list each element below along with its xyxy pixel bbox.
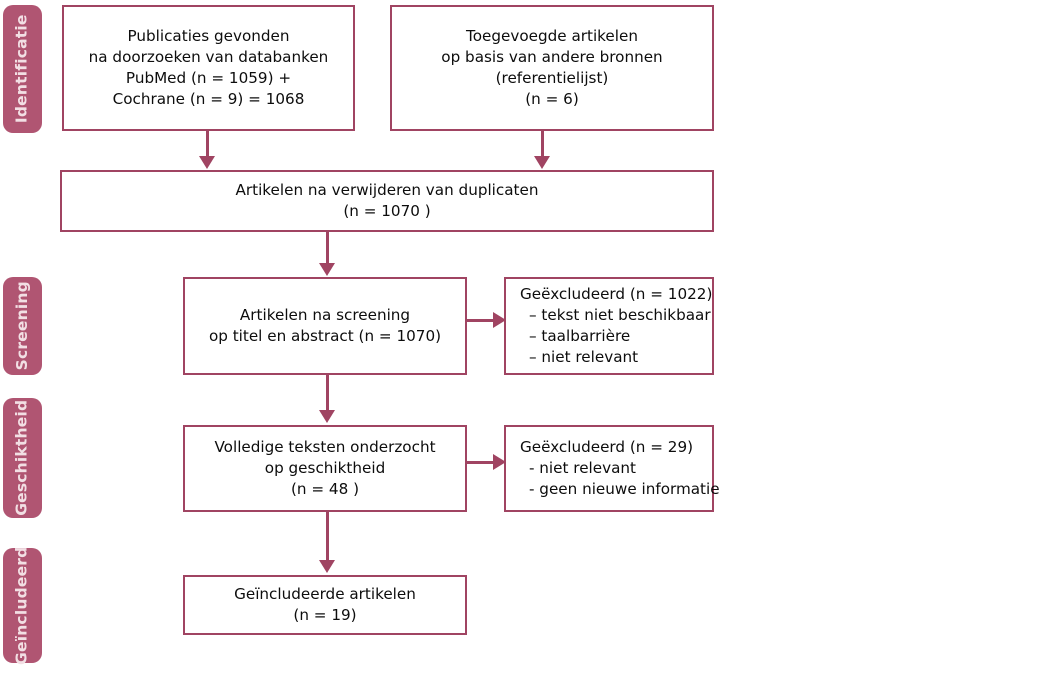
arrow-right-icon <box>493 454 506 470</box>
connector-other-sources-to-duplicates <box>541 131 544 158</box>
stage-tab-label: Geschiktheid <box>12 399 31 517</box>
box-records-from-databases: Publicaties gevonden na doorzoeken van d… <box>62 5 355 131</box>
stage-tab-geschiktheid: Geschiktheid <box>3 398 42 518</box>
box-line: Artikelen na verwijderen van duplicaten <box>235 181 539 200</box>
box-reason: – taalbarrière <box>529 327 631 345</box>
box-line: (n = 6) <box>525 89 579 108</box>
box-line: PubMed (n = 1059) + <box>125 69 292 87</box>
box-reason: – niet relevant <box>529 347 639 366</box>
stage-tab-label: Screening <box>12 281 31 371</box>
box-line: Volledige teksten onderzocht <box>214 438 436 457</box>
box-reason: – tekst niet beschikbaar <box>529 306 711 325</box>
box-reason: - niet relevant <box>529 459 636 478</box>
box-line: Publicaties gevonden <box>127 27 290 46</box>
box-line: (n = 1070 ) <box>343 202 431 220</box>
box-reason: - geen nieuwe informatie <box>529 479 720 498</box>
connector-fulltext-to-included <box>326 512 329 562</box>
box-heading: Geëxcludeerd (n = 29) <box>520 438 694 457</box>
connector-fulltext-to-excluded <box>467 461 495 464</box>
stage-tab-identificatie: Identificatie <box>3 5 42 133</box>
box-excluded-after-fulltext: Geëxcludeerd (n = 29) - niet relevant - … <box>504 425 720 512</box>
connector-duplicates-to-screened <box>326 232 329 265</box>
connector-screened-to-fulltext <box>326 375 329 412</box>
arrow-down-icon <box>199 156 215 169</box>
box-excluded-after-screening: Geëxcludeerd (n = 1022) – tekst niet bes… <box>504 277 714 375</box>
stage-tab-label: Identificatie <box>12 14 31 124</box>
arrow-down-icon <box>319 560 335 573</box>
box-after-duplicates-removed: Artikelen na verwijderen van duplicaten … <box>60 170 714 232</box>
box-line: op basis van andere bronnen <box>441 48 663 67</box>
box-included-studies: Geïncludeerde artikelen (n = 19) <box>183 575 467 635</box>
connector-databases-to-duplicates <box>206 131 209 158</box>
box-line: (n = 19) <box>293 606 357 624</box>
box-line: Artikelen na screening <box>239 306 411 325</box>
box-heading: Geëxcludeerd (n = 1022) <box>520 285 713 304</box>
arrow-right-icon <box>493 312 506 328</box>
box-fulltext-assessed: Volledige teksten onderzocht op geschikt… <box>183 425 467 512</box>
stage-tab-label: Geïncludeerd <box>12 546 31 665</box>
stage-tab-screening: Screening <box>3 277 42 375</box>
arrow-down-icon <box>319 410 335 423</box>
box-line: (referentielijst) <box>495 69 609 87</box>
box-line: Toegevoegde artikelen <box>466 27 638 46</box>
arrow-down-icon <box>319 263 335 276</box>
connector-screened-to-excluded <box>467 319 495 322</box>
box-line: op titel en abstract (n = 1070) <box>208 327 442 345</box>
box-line: na doorzoeken van databanken <box>88 48 329 67</box>
stage-tab-geincludeerd: Geïncludeerd <box>3 546 42 665</box>
box-line: Cochrane (n = 9) = 1068 <box>112 89 305 108</box>
arrow-down-icon <box>534 156 550 169</box>
box-line: Geïncludeerde artikelen <box>234 585 416 604</box>
box-records-screened: Artikelen na screening op titel en abstr… <box>183 277 467 375</box>
box-line: (n = 48 ) <box>290 479 359 498</box>
box-records-other-sources: Toegevoegde artikelen op basis van ander… <box>390 5 714 131</box>
box-line: op geschiktheid <box>264 459 386 478</box>
